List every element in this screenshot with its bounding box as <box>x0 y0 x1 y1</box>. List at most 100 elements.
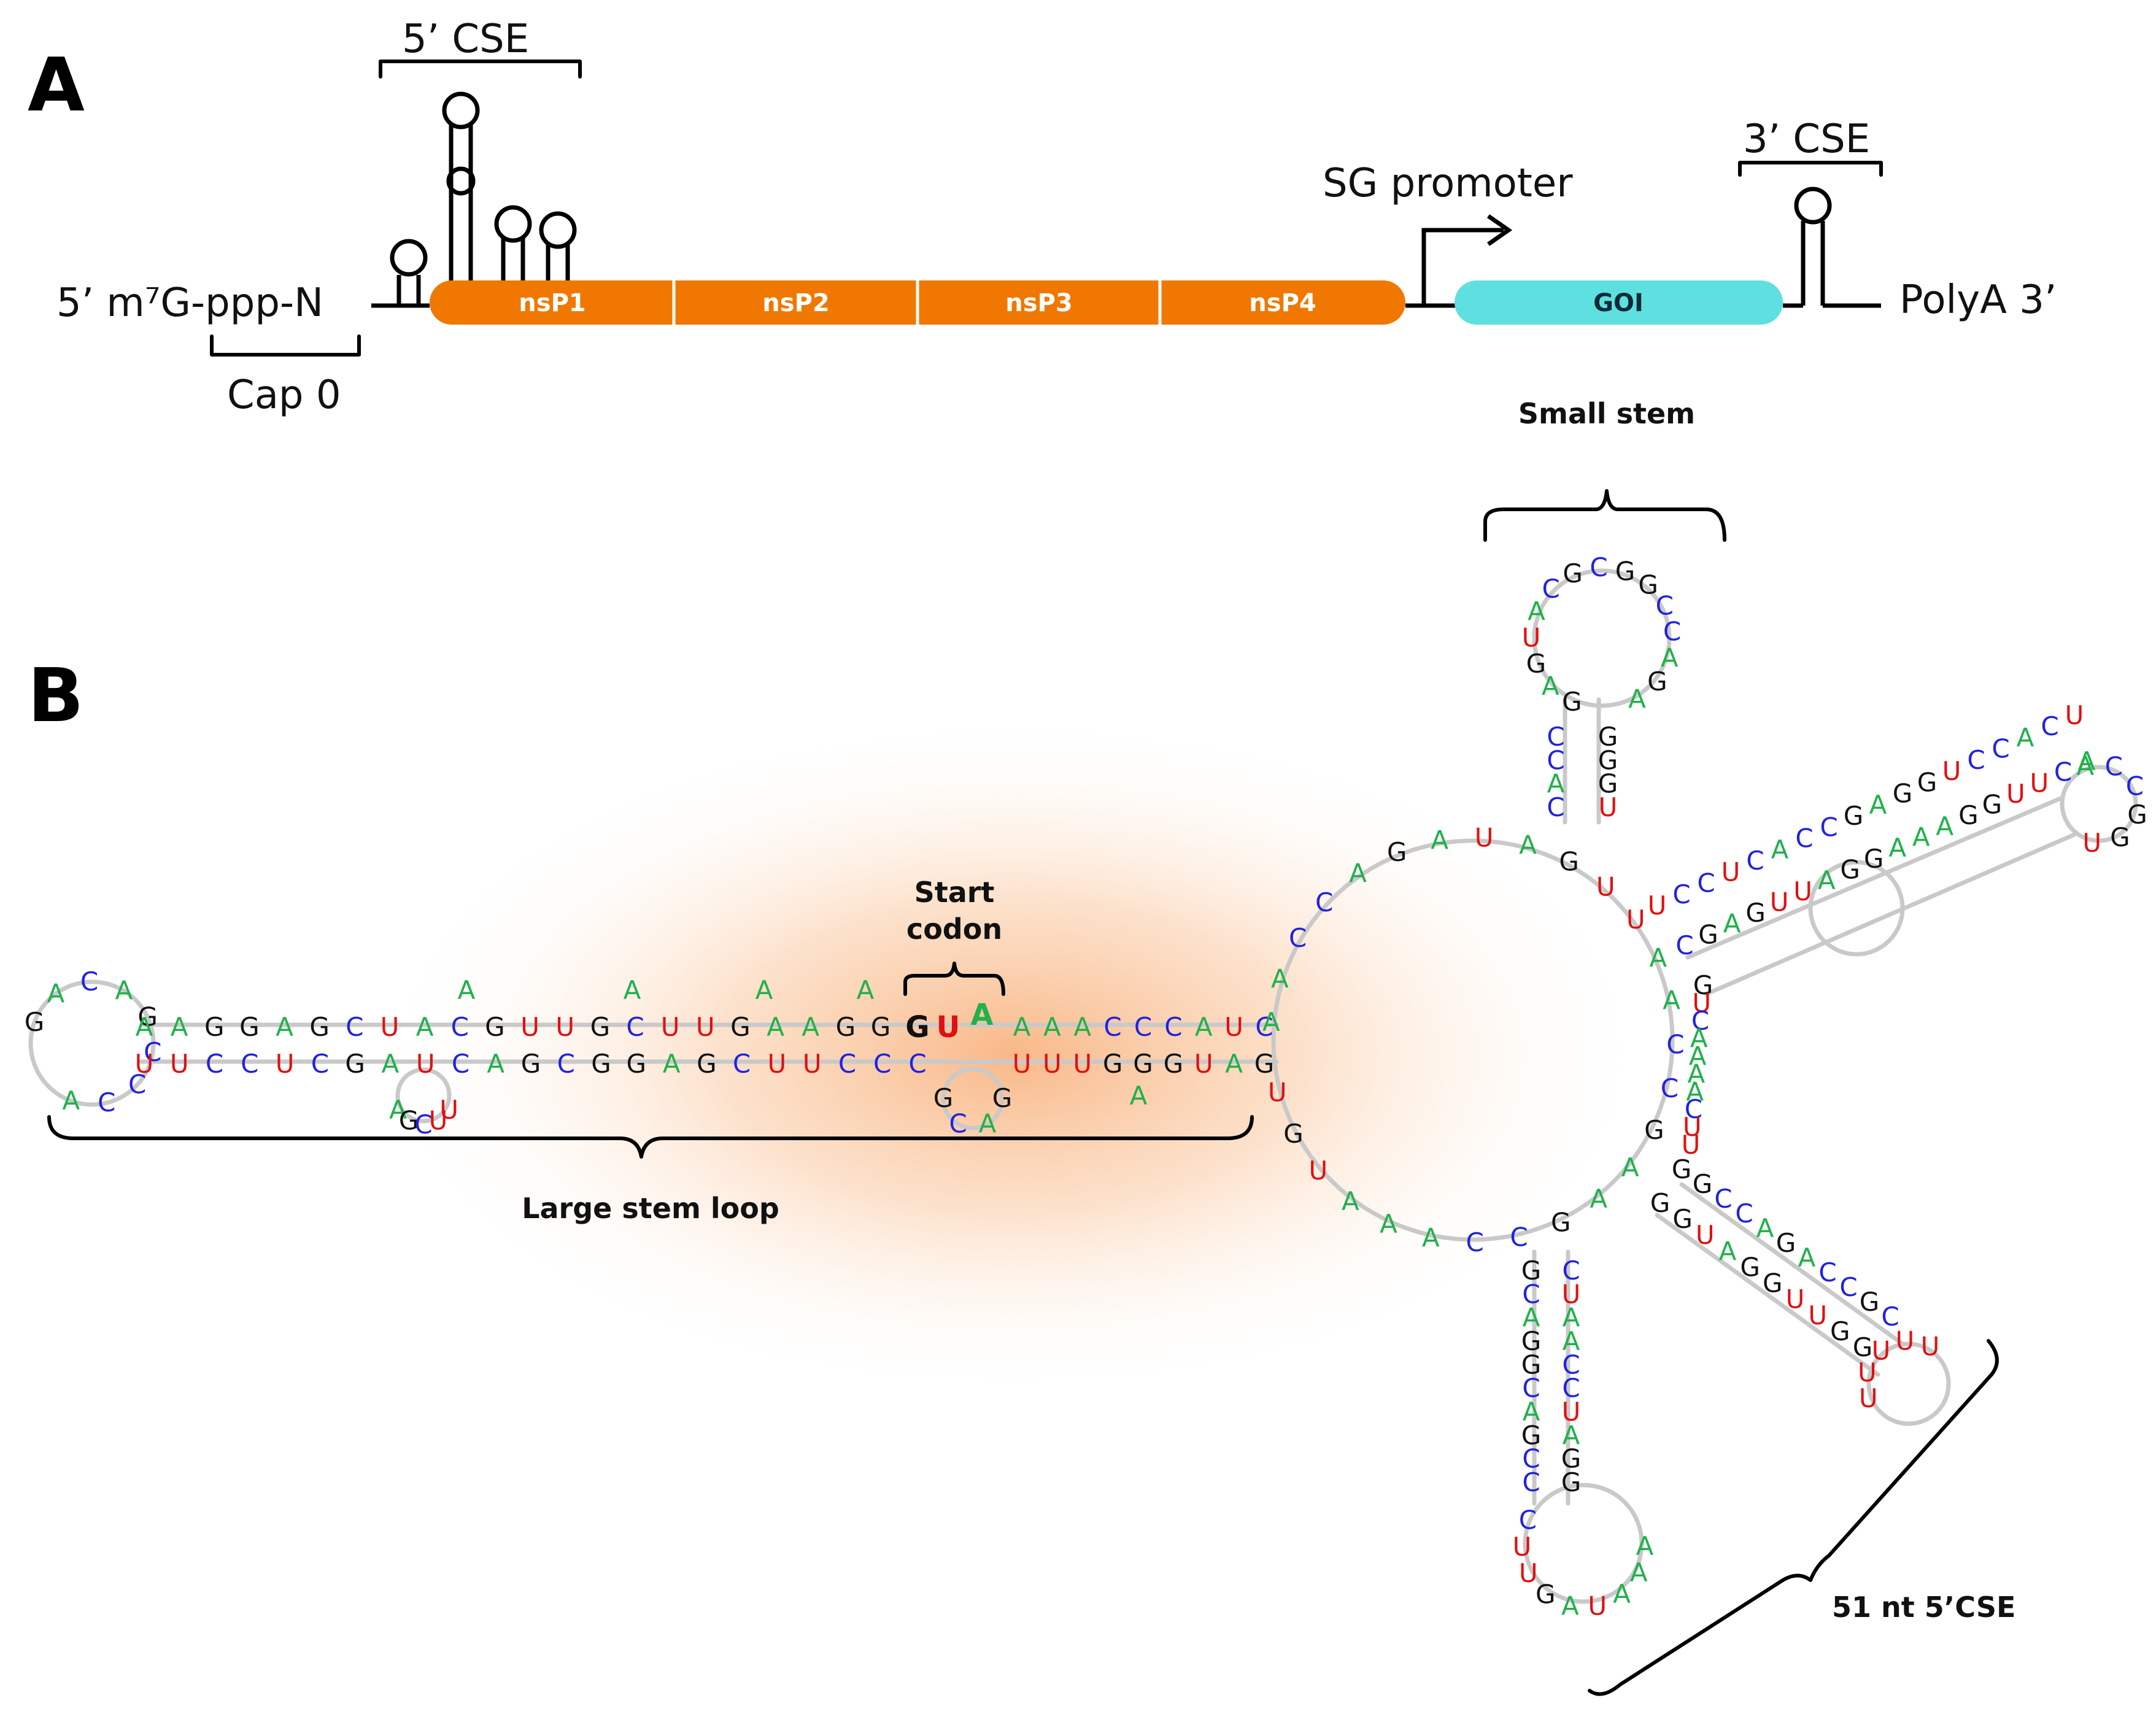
nt-arm-s-3: A <box>1563 1303 1580 1333</box>
nt-small-stem-loop: C <box>1542 574 1560 604</box>
nt-inner-loop: A <box>979 1109 997 1139</box>
large-stem-label: Large stem loop <box>522 1192 779 1225</box>
nt-small-stem-loop: C <box>1656 591 1674 621</box>
nt-central-loop: C <box>1661 1073 1679 1103</box>
nt-stem2-top: A <box>1013 1012 1031 1042</box>
nt-arm-ne-3: G <box>1864 844 1884 874</box>
nt-bulge-bottom: U <box>439 1095 458 1125</box>
nt-central-loop: A <box>1380 1209 1397 1239</box>
nt-arm-s-loop: G <box>1536 1580 1556 1610</box>
hairpin-tall <box>442 91 480 288</box>
nt-arm-s-3: U <box>1562 1279 1581 1309</box>
nt-stem-bottom: A <box>663 1049 681 1079</box>
nt-arm-e: C <box>1691 1006 1709 1036</box>
nt-stem-top: U <box>381 1012 400 1042</box>
nt-small-stem-loop: A <box>1542 671 1559 701</box>
nt-arm-se-5: G <box>1672 1154 1692 1184</box>
nt-arm-ne-5: C <box>2041 711 2058 741</box>
nt-bulge-top: A <box>458 975 476 1005</box>
cap-bracket <box>210 334 361 357</box>
nt-stem-top: A <box>802 1012 819 1042</box>
nt-bulge-top: A <box>624 975 641 1005</box>
nt-arm-s-5: A <box>1523 1397 1540 1427</box>
nt-arm-s-5: G <box>1521 1256 1542 1286</box>
nt-stem2-top: A <box>1195 1012 1213 1042</box>
nt-stem2-top: C <box>1164 1012 1182 1042</box>
nt-arm-e: A <box>1690 1024 1708 1054</box>
nt-stem-top: A <box>276 1012 293 1042</box>
nt-small-stem-5: A <box>1547 769 1565 799</box>
cse51-label: 51 nt 5’CSE <box>1832 1591 2015 1624</box>
nt-stem2-bottom: G <box>1254 1049 1275 1079</box>
nt-arm-se-5: C <box>1818 1257 1836 1287</box>
nt-stem-bottom: C <box>733 1049 751 1079</box>
nt-arm-ne-5: A <box>2017 723 2034 753</box>
nt-stem-bottom: C <box>311 1049 329 1079</box>
nt-central-loop: G <box>1387 837 1407 867</box>
nt-arm-s-loop: A <box>1630 1557 1648 1588</box>
nt-inner-loop: G <box>992 1083 1013 1113</box>
nt-small-stem-loop: A <box>1528 596 1545 627</box>
nt-arm-e: U <box>1682 1130 1701 1160</box>
nt-arm-se-3: G <box>1763 1268 1783 1299</box>
nt-arm-ne-5: U <box>2065 700 2084 730</box>
goi-bar <box>1455 280 1783 325</box>
nt-loop-left: C <box>144 1037 161 1067</box>
nt-loop-left: G <box>137 1002 158 1032</box>
nt-arm-s-3: G <box>1561 1444 1582 1474</box>
cse5-bracket <box>379 60 582 79</box>
nt-stem-top: C <box>626 1012 644 1042</box>
nt-arm-se-3: G <box>1672 1204 1693 1234</box>
nt-arm-ne-5: C <box>1992 734 2009 764</box>
nt-arm-ne-5: C <box>1672 879 1690 909</box>
nt-central-loop: U <box>1626 905 1645 935</box>
nt-arm-s-5: C <box>1522 1373 1540 1403</box>
nt-arm-se-3: G <box>1740 1252 1760 1282</box>
gene-nsp4: nsP4 <box>1249 289 1316 317</box>
nt-stem-top: U <box>555 1012 574 1042</box>
nt-central-loop: U <box>1475 823 1494 853</box>
nt-arm-s-3: G <box>1561 1467 1582 1497</box>
nt-stem-bottom: U <box>135 1049 154 1079</box>
nt-small-stem-loop: G <box>1647 666 1667 697</box>
nt-small-stem-5: C <box>1547 792 1564 822</box>
nt-central-loop: A <box>1649 943 1667 973</box>
nt-central-loop: C <box>1510 1222 1528 1252</box>
nt-bulge-bottom: A <box>389 1095 407 1125</box>
nt-arm-se-3: G <box>1650 1188 1671 1218</box>
nt-arm-s-3: U <box>1562 1397 1581 1427</box>
nt-stem2-top: U <box>1224 1012 1243 1042</box>
nt-arm-se-5: C <box>1714 1184 1732 1214</box>
nt-stem-bottom: G <box>591 1049 611 1079</box>
nt-arm-se-3: A <box>1719 1236 1737 1266</box>
start-codon-label-1: Start <box>914 876 995 909</box>
nt-stem-top: C <box>346 1012 363 1042</box>
nt-arm-ne-5: A <box>1869 790 1887 820</box>
nt-central-loop: C <box>1315 887 1333 917</box>
nt-arm-se-5: C <box>1735 1198 1753 1229</box>
nt-start-codon: U <box>937 1010 960 1044</box>
nt-stem-bottom: U <box>170 1049 189 1079</box>
cap-zero-label: Cap 0 <box>227 372 341 418</box>
nt-stem2-bulge: A <box>1130 1081 1148 1111</box>
nt-central-loop: C <box>1466 1227 1484 1257</box>
nt-stem-bottom: C <box>452 1049 469 1079</box>
nt-arm-s-loop: U <box>1519 1558 1538 1588</box>
nt-arm-se-5: C <box>1881 1302 1899 1332</box>
nt-small-stem-5: C <box>1547 722 1564 752</box>
nt-stem2-top: C <box>1134 1012 1152 1042</box>
nt-arm-e: G <box>1693 970 1714 1000</box>
nt-small-stem-loop: A <box>1661 643 1679 673</box>
small-stem-bracket <box>1483 489 1726 542</box>
nt-stem2-top: A <box>1073 1012 1091 1042</box>
nt-loop-left: A <box>47 978 65 1008</box>
nt-arm-ne-loop: G <box>2127 800 2147 830</box>
nt-arm-ne-5: G <box>1917 767 1938 797</box>
nt-stem-top: G <box>239 1012 260 1042</box>
nt-arm-s-3: A <box>1563 1326 1580 1356</box>
nt-arm-s-5: G <box>1521 1420 1542 1450</box>
nt-small-stem-3: G <box>1598 769 1618 799</box>
nt-stem-bottom: C <box>838 1049 856 1079</box>
nt-small-stem-5: C <box>1547 745 1564 775</box>
